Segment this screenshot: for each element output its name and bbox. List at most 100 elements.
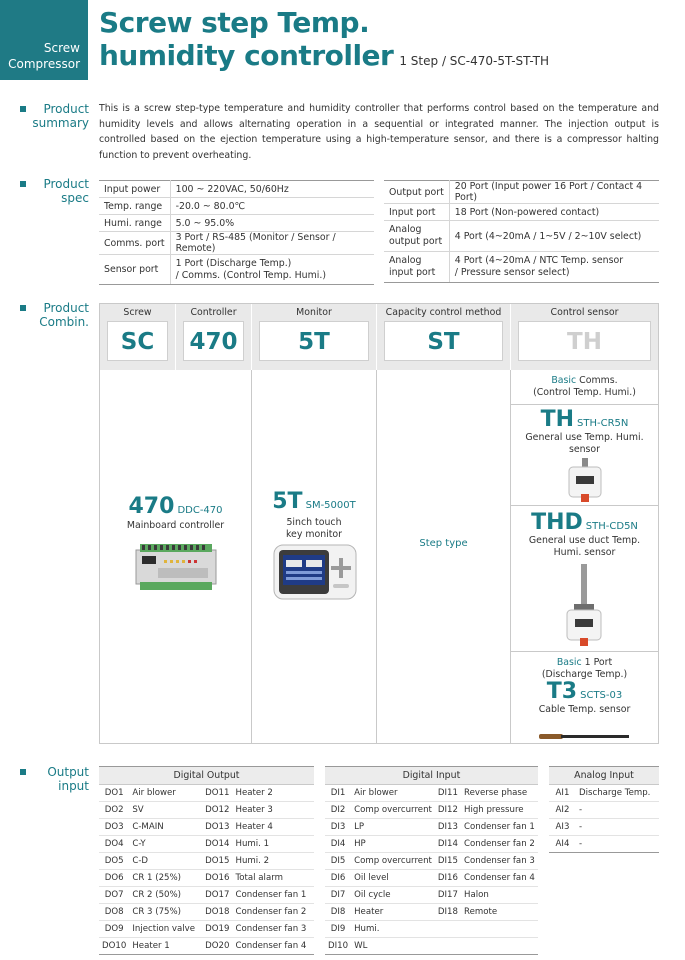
sensor-basic-line2: (Control Temp. Humi.) <box>533 387 636 398</box>
sensor-basic-line1: Basic Comms. <box>511 370 658 387</box>
combo-label-line1: Product <box>43 301 89 315</box>
combo-col-heading: Controller <box>190 307 237 318</box>
category-tag-line1: Screw <box>43 41 80 55</box>
spec-label-line2: spec <box>61 191 89 205</box>
io-id: DO9 <box>99 920 130 938</box>
sensor-basic-rest: Comms. <box>576 375 618 386</box>
controller-model: DDC-470 <box>177 505 223 516</box>
spec-value: 3 Port / RS-485 (Monitor / Sensor / Remo… <box>170 231 374 255</box>
io-id: DO13 <box>202 818 233 836</box>
summary-text: This is a screw step-type temperature an… <box>99 103 659 161</box>
io-name: Condenser fan 4 <box>460 869 538 887</box>
io-name: Condenser fan 1 <box>232 886 314 904</box>
io-id: AI4 <box>549 835 576 853</box>
io-name: Reverse phase <box>460 784 538 802</box>
io-id: DI18 <box>434 903 461 921</box>
io-name: Condenser fan 3 <box>460 852 538 870</box>
table-row: AI2- <box>549 801 659 819</box>
spec-key: Sensor port <box>99 254 171 285</box>
sensor-thd-desc: General use duct Temp. Humi. sensor <box>511 535 658 559</box>
controller-cell: 470 DDC-470 Mainboard controller <box>100 370 252 743</box>
bullet-icon <box>20 769 26 775</box>
io-name: Heater 3 <box>232 801 314 819</box>
io-name: Condenser fan 2 <box>232 903 314 921</box>
combo-col-controller: Controller 470 <box>176 304 252 370</box>
monitor-model: SM-5000T <box>305 500 356 511</box>
spec-key-line: output port <box>389 236 443 247</box>
io-id: DI10 <box>325 937 352 955</box>
io-name: Oil cycle <box>351 886 435 904</box>
sensor-basic-comms: Basic Comms. (Control Temp. Humi.) <box>511 370 658 405</box>
controller-desc: Mainboard controller <box>126 520 225 531</box>
combo-col-heading: Screw <box>123 307 152 318</box>
bullet-icon <box>20 106 26 112</box>
io-name: Comp overcurrent <box>351 852 435 870</box>
combination-table: Screw SC Controller 470 Monitor 5T Capac… <box>99 303 659 744</box>
io-id: DO14 <box>202 835 233 853</box>
combo-col-screw: Screw SC <box>100 304 176 370</box>
spec-value: 1 Port (Discharge Temp.)/ Comms. (Contro… <box>170 254 374 285</box>
io-name: C-MAIN <box>129 818 203 836</box>
spec-value-line: 1 Port (Discharge Temp.) <box>175 257 292 269</box>
category-tag-line2: Compressor <box>8 57 80 71</box>
category-tag: Screw Compressor <box>0 0 88 80</box>
sensor-th: TH STH-CR5N General use Temp. Humi. sens… <box>511 405 658 506</box>
io-name: - <box>576 835 659 853</box>
monitor-desc-line: key monitor <box>285 529 343 540</box>
io-name: CR 1 (25%) <box>129 869 203 887</box>
combo-code: 470 <box>183 321 244 361</box>
io-id: DO1 <box>99 784 130 802</box>
io-id: DI14 <box>434 835 461 853</box>
summary-label-line2: summary <box>32 116 89 130</box>
io-id: DI13 <box>434 818 461 836</box>
spec-value: 18 Port (Non-powered contact) <box>449 203 659 221</box>
io-id: DO5 <box>99 852 130 870</box>
sensor-th-desc: General use Temp. Humi. sensor <box>525 432 644 455</box>
sensor-th-code: TH <box>540 407 575 432</box>
io-name: LP <box>351 818 435 836</box>
sensor-t3-code: T3 <box>546 679 578 704</box>
basic-label: Basic <box>551 375 577 386</box>
io-name: Heater 4 <box>232 818 314 836</box>
io-name: Halon <box>460 886 538 904</box>
spec-value: 4 Port (4~20mA / 1~5V / 2~10V select) <box>449 220 659 252</box>
io-id: AI1 <box>549 784 576 802</box>
io-name: Oil level <box>351 869 435 887</box>
io-id: DI7 <box>325 886 352 904</box>
io-name: Humi. <box>351 920 435 938</box>
spec-key-line: input port <box>389 267 436 278</box>
io-id: DI9 <box>325 920 352 938</box>
spec-value-line: / Pressure sensor select) <box>454 267 570 278</box>
combo-col-heading: Control sensor <box>550 307 619 318</box>
combo-col-heading: Monitor <box>296 307 332 318</box>
io-name: Heater 1 <box>129 937 203 955</box>
spec-value-line: 4 Port (4~20mA / NTC Temp. sensor <box>454 255 624 266</box>
title-subtitle: 1 Step / SC-470-5T-ST-TH <box>399 54 549 68</box>
combo-label: Product Combin. <box>20 301 89 329</box>
sensor-thd-model: STH-CD5N <box>585 521 638 532</box>
combo-label-line2: Combin. <box>39 315 89 329</box>
combo-code: SC <box>107 321 168 361</box>
monitor-heading: 5T SM-5000T <box>252 489 376 514</box>
io-id: DO16 <box>202 869 233 887</box>
io-id: DO10 <box>99 937 130 955</box>
sensor-thd-heading: THD STH-CD5N <box>511 506 658 535</box>
